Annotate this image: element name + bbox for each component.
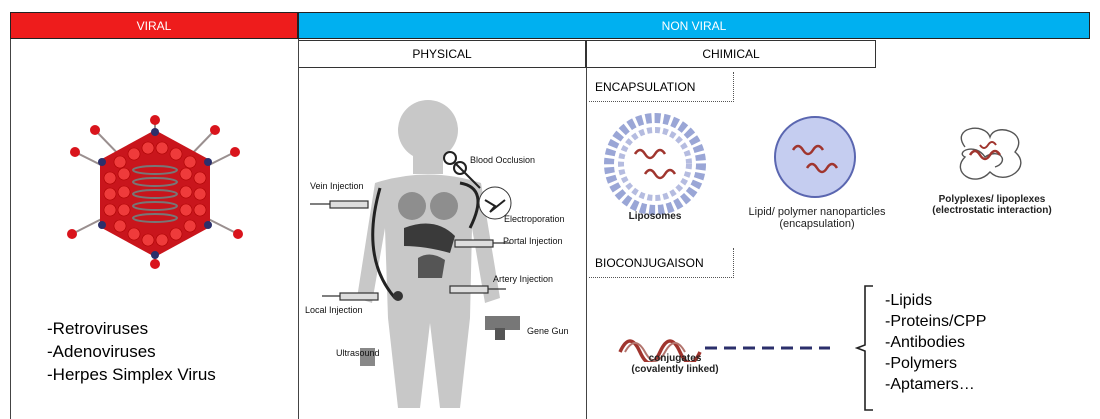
conjugates-caption-line: conjugates — [605, 353, 745, 364]
portal-injection-label: Portal Injection — [503, 236, 563, 246]
ultrasound-label: Ultrasound — [336, 348, 380, 358]
conjugate-item: -Lipids — [885, 290, 986, 311]
conjugate-item: -Proteins/CPP — [885, 311, 986, 332]
human-body-icon — [300, 88, 585, 418]
nanoparticles-caption-line: Lipid/ polymer nanoparticles — [737, 206, 897, 218]
physical-header: PHYSICAL — [298, 40, 586, 68]
artery-injection-label: Artery Injection — [493, 274, 553, 284]
liposomes-caption: Liposomes — [600, 211, 710, 222]
conjugate-item: -Antibodies — [885, 332, 986, 353]
liposome-icon — [600, 112, 710, 222]
polyplexes-caption-line: (electrostatic interaction) — [912, 205, 1072, 216]
blood-occlusion-label: Blood Occlusion — [470, 155, 535, 165]
polyplex-icon — [945, 117, 1035, 192]
bracket-icon — [855, 283, 877, 413]
nanoparticle-icon — [765, 112, 865, 202]
left-border — [10, 39, 11, 419]
viral-divider — [298, 39, 299, 419]
physical-divider — [586, 68, 587, 419]
conjugates-caption: conjugates (covalently linked) — [605, 353, 745, 375]
polyplexes-caption-line: Polyplexes/ lipoplexes — [912, 194, 1072, 205]
conjugates-caption-line: (covalently linked) — [605, 364, 745, 375]
polyplexes-caption: Polyplexes/ lipoplexes (electrostatic in… — [912, 194, 1072, 216]
conjugate-item: -Polymers — [885, 353, 986, 374]
gene-gun-label: Gene Gun — [527, 326, 569, 336]
viral-list: -Retroviruses -Adenoviruses -Herpes Simp… — [47, 317, 216, 386]
nanoparticles-caption-line: (encapsulation) — [737, 218, 897, 230]
virus-icon — [60, 112, 250, 277]
nanoparticles-caption: Lipid/ polymer nanoparticles (encapsulat… — [737, 206, 897, 230]
conjugate-list: -Lipids -Proteins/CPP -Antibodies -Polym… — [885, 290, 986, 395]
conjugate-item: -Aptamers… — [885, 374, 986, 395]
viral-header: VIRAL — [10, 12, 298, 39]
viral-item: -Retroviruses — [47, 317, 216, 340]
local-injection-label: Local Injection — [305, 305, 363, 315]
chemical-header: CHIMICAL — [586, 40, 876, 68]
bioconjugation-label: BIOCONJUGAISON — [589, 248, 734, 278]
vein-injection-label: Vein Injection — [310, 181, 364, 191]
electroporation-label: Electroporation — [504, 214, 565, 224]
encapsulation-label: ENCAPSULATION — [589, 72, 734, 102]
viral-item: -Herpes Simplex Virus — [47, 363, 216, 386]
viral-item: -Adenoviruses — [47, 340, 216, 363]
non-viral-header: NON VIRAL — [298, 12, 1090, 39]
